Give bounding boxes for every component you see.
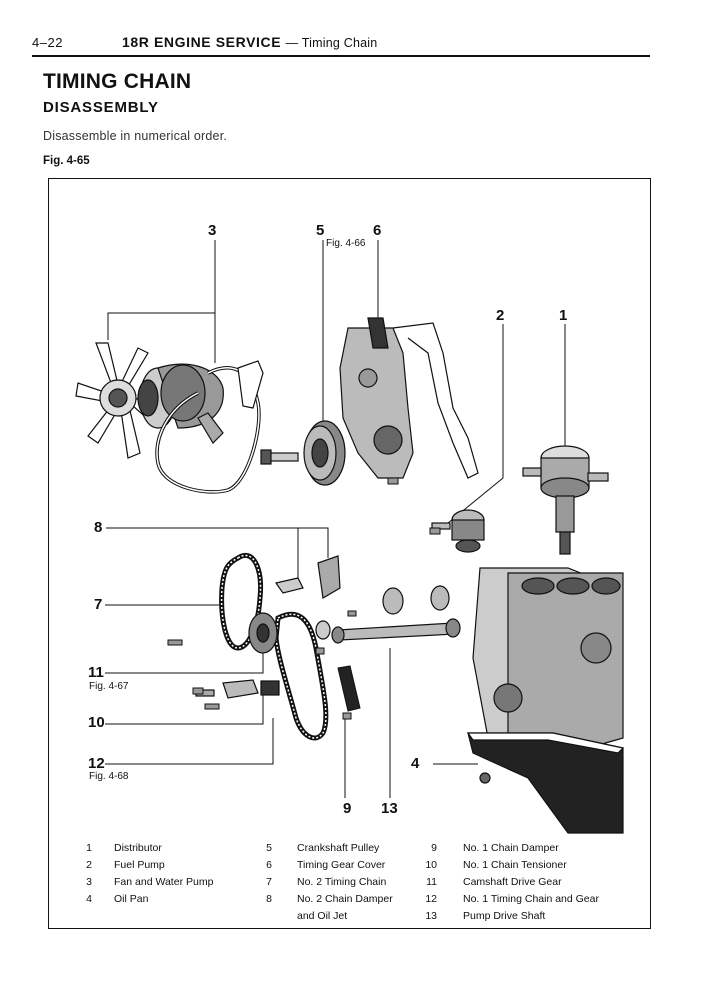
legend-num: 12 — [425, 893, 437, 905]
callout-4: 4 — [411, 755, 420, 772]
legend-num: 6 — [266, 859, 272, 871]
ref-fig-4-67: Fig. 4-67 — [89, 681, 129, 692]
ref-fig-4-68: Fig. 4-68 — [89, 771, 129, 782]
figure-label: Fig. 4-65 — [43, 155, 90, 167]
callout-12: 12 — [88, 755, 105, 772]
legend-num: 3 — [86, 876, 92, 888]
no2-chain-damper-icon — [274, 555, 341, 599]
legend-num: 5 — [266, 842, 272, 854]
legend-num: 9 — [431, 842, 437, 854]
engine-block-icon — [472, 567, 624, 759]
gasket-plate — [237, 360, 264, 409]
leader-2 — [447, 324, 504, 524]
legend-text: Fan and Water Pump — [114, 876, 214, 888]
leader-10 — [105, 688, 264, 725]
callout-5: 5 — [316, 222, 325, 239]
section-title: 18R ENGINE SERVICE — Timing Chain — [122, 34, 377, 50]
legend-text: Pump Drive Shaft — [463, 910, 546, 922]
legend-num: 4 — [86, 893, 92, 905]
exploded-diagram — [75, 240, 625, 834]
legend-text: Crankshaft Pulley — [297, 842, 380, 854]
legend-text: No. 1 Chain Damper — [463, 842, 559, 854]
legend-text: No. 2 Chain Damper — [297, 893, 393, 905]
legend-num: 11 — [426, 876, 437, 888]
legend-num: 7 — [266, 876, 272, 888]
legend-text: and Oil Jet — [297, 910, 348, 922]
intro-text: Disassemble in numerical order. — [43, 129, 228, 143]
no1-chain-tensioner-icon — [195, 679, 280, 699]
legend-text: No. 2 Timing Chain — [297, 876, 387, 888]
callout-13: 13 — [381, 800, 398, 817]
oil-pan-icon — [466, 732, 625, 834]
leader-12 — [105, 718, 274, 765]
legend-text: Camshaft Drive Gear — [463, 876, 562, 888]
callout-7: 7 — [94, 596, 103, 613]
no1-chain-damper-icon — [337, 665, 361, 712]
page-heading: TIMING CHAIN — [43, 70, 192, 93]
leader-8 — [106, 527, 329, 558]
pump-drive-shaft-icon — [331, 618, 461, 644]
legend-num: 10 — [425, 859, 437, 871]
figure-frame — [48, 178, 651, 929]
fuel-pump-icon — [431, 509, 485, 553]
ref-fig-4-66: Fig. 4-66 — [326, 238, 366, 249]
callout-10: 10 — [88, 714, 105, 731]
legend-text: Fuel Pump — [114, 859, 165, 871]
legend-text: Timing Gear Cover — [297, 859, 386, 871]
header-rule — [32, 55, 650, 57]
legend-num: 2 — [86, 859, 92, 871]
legend-text: Distributor — [114, 842, 162, 854]
section-subtitle: — Timing Chain — [285, 36, 378, 50]
page-subheading: DISASSEMBLY — [43, 99, 159, 116]
distributor-icon — [522, 445, 609, 555]
legend-text: Oil Pan — [114, 893, 149, 905]
leader-11 — [105, 648, 264, 674]
bushings-icon — [315, 585, 450, 640]
legend-text: No. 1 Timing Chain and Gear — [463, 893, 599, 905]
legend-num: 13 — [425, 910, 437, 922]
callout-1: 1 — [559, 307, 568, 324]
legend-text: No. 1 Chain Tensioner — [463, 859, 567, 871]
legend-num: 8 — [266, 893, 272, 905]
section-title-text: 18R ENGINE SERVICE — [122, 34, 282, 50]
page-number: 4–22 — [32, 35, 63, 50]
callout-2: 2 — [496, 307, 505, 324]
timing-gear-cover-icon — [339, 317, 479, 479]
callout-11: 11 — [88, 664, 104, 681]
callout-6: 6 — [373, 222, 382, 239]
small-bolts-icon — [167, 477, 441, 720]
page-header: 4–22 18R ENGINE SERVICE — Timing Chain — [32, 34, 650, 52]
no2-timing-chain-icon — [219, 553, 264, 651]
callout-8: 8 — [94, 519, 103, 536]
leader-3 — [107, 240, 216, 340]
no1-timing-chain-icon — [273, 611, 329, 741]
legend-num: 1 — [86, 842, 92, 854]
camshaft-drive-gear-icon — [248, 612, 278, 654]
callout-3: 3 — [208, 222, 217, 239]
callout-9: 9 — [343, 800, 352, 817]
crankshaft-pulley-icon — [260, 420, 346, 486]
